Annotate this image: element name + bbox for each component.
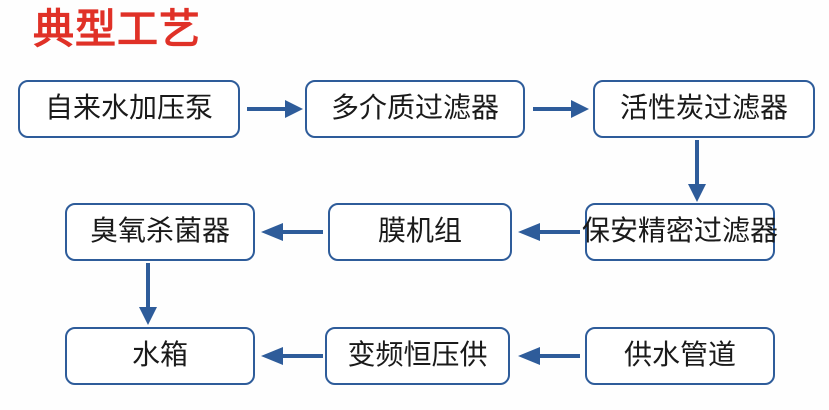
- node-security-precision-filter[interactable]: 保安精密过滤器: [582, 203, 779, 261]
- arrow-left-vfd-supply-to-water-tank: [261, 345, 323, 367]
- node-tap-water-booster-pump[interactable]: 自来水加压泵: [18, 80, 240, 138]
- arrow-right-multimedia-to-carbon-filter: [533, 98, 589, 120]
- arrow-left-membrane-unit-to-ozone-sterilizer: [261, 221, 323, 243]
- node-label: 自来水加压泵: [44, 91, 213, 124]
- node-label: 变频恒压供: [347, 338, 488, 371]
- node-label: 膜机组: [377, 214, 462, 247]
- node-ozone-sterilizer[interactable]: 臭氧杀菌器: [65, 203, 255, 261]
- arrow-down-carbon-filter-to-security-filter: [686, 140, 708, 202]
- node-label: 臭氧杀菌器: [89, 214, 230, 247]
- page-title: 典型工艺: [33, 5, 201, 53]
- node-label: 活性炭过滤器: [619, 91, 788, 124]
- arrow-left-security-filter-to-membrane-unit: [518, 221, 580, 243]
- node-water-supply-pipeline[interactable]: 供水管道: [585, 327, 775, 385]
- node-label: 供水管道: [623, 338, 736, 371]
- node-water-tank[interactable]: 水箱: [65, 327, 255, 385]
- arrow-right-pump-to-multimedia-filter: [247, 98, 303, 120]
- node-activated-carbon-filter[interactable]: 活性炭过滤器: [593, 80, 815, 138]
- node-label: 多介质过滤器: [330, 91, 499, 124]
- node-membrane-unit[interactable]: 膜机组: [328, 203, 512, 261]
- node-label: 水箱: [131, 338, 188, 371]
- arrow-left-water-supply-pipeline-to-vfd-supply: [518, 345, 580, 367]
- node-variable-frequency-constant-pressure-supply[interactable]: 变频恒压供: [325, 327, 510, 385]
- node-label: 保安精密过滤器: [582, 214, 779, 247]
- arrow-down-ozone-sterilizer-to-water-tank: [137, 263, 159, 325]
- node-multimedia-filter[interactable]: 多介质过滤器: [305, 80, 525, 138]
